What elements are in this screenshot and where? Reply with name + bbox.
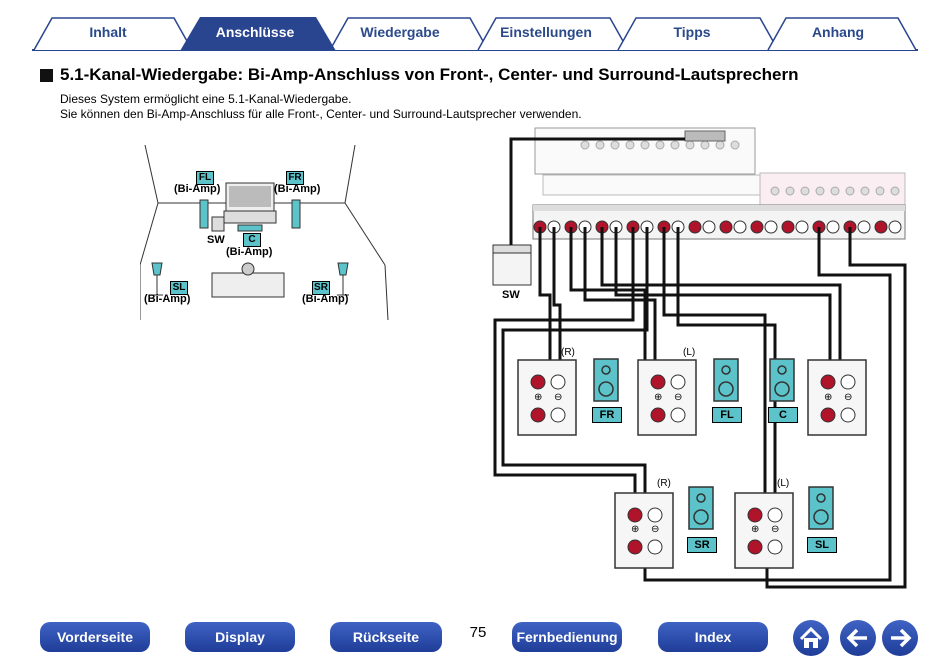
speaker-tag-sl: SL — [807, 537, 837, 553]
plus-sr: ⊕ — [631, 524, 640, 535]
remote-button[interactable]: Fernbedienung — [512, 622, 622, 652]
back-button[interactable] — [840, 620, 876, 656]
minus-fr: ⊖ — [554, 392, 563, 403]
description-line-1: Dieses System ermöglicht eine 5.1-Kanal-… — [60, 92, 352, 106]
plus-fr: ⊕ — [534, 392, 543, 403]
room-sl-biamp: (Bi-Amp) — [144, 293, 191, 305]
label-right-front: (R) — [561, 347, 575, 358]
tab-wiedergabe[interactable]: Wiedergabe — [360, 24, 440, 40]
room-tag-fr: FR — [286, 171, 304, 185]
room-c-biamp: (Bi-Amp) — [226, 246, 273, 258]
speaker-tag-fr: FR — [592, 407, 622, 423]
page-number: 75 — [469, 624, 487, 641]
section-heading: 5.1-Kanal-Wiedergabe: Bi-Amp-Anschluss v… — [40, 64, 798, 86]
room-tag-fl: FL — [196, 171, 214, 185]
speaker-boxes — [517, 359, 867, 569]
plus-fl: ⊕ — [654, 392, 663, 403]
room-sr-biamp: (Bi-Amp) — [302, 293, 349, 305]
room-tag-sl: SL — [170, 281, 188, 295]
tab-anhang[interactable]: Anhang — [811, 24, 865, 40]
plus-c: ⊕ — [824, 392, 833, 403]
arrow-left-icon — [846, 628, 867, 648]
home-button[interactable] — [793, 620, 829, 656]
display-button[interactable]: Display — [185, 622, 295, 652]
tab-inhalt[interactable]: Inhalt — [89, 24, 127, 40]
room-sw-label: SW — [207, 234, 225, 246]
wiring-drawing — [492, 127, 907, 589]
home-icon — [799, 626, 823, 648]
minus-c: ⊖ — [844, 392, 853, 403]
label-left-front: (L) — [683, 347, 696, 358]
tab-einstellungen[interactable]: Einstellungen — [500, 24, 592, 40]
tab-anschluesse[interactable]: Anschlüsse — [215, 24, 295, 40]
tab-bar-shapes — [32, 17, 918, 51]
wiring-diagram: SW (R) (L) (R) (L) ⊕ ⊖ ⊕ ⊖ ⊕ ⊖ ⊕ ⊖ ⊕ ⊖ F… — [485, 125, 925, 595]
speaker-tag-sr: SR — [687, 537, 717, 553]
minus-sr: ⊖ — [651, 524, 660, 535]
front-page-button[interactable]: Vorderseite — [40, 622, 150, 652]
index-button[interactable]: Index — [658, 622, 768, 652]
room-fl-biamp: (Bi-Amp) — [174, 183, 221, 195]
tab-bar: Inhalt Anschlüsse Wiedergabe Einstellung… — [0, 0, 950, 58]
plus-sl: ⊕ — [751, 524, 760, 535]
speaker-tag-c: C — [768, 407, 798, 423]
label-right-surround: (R) — [657, 478, 671, 489]
speaker-tag-fl: FL — [712, 407, 742, 423]
arrow-right-icon — [891, 628, 912, 648]
room-drawing — [140, 145, 389, 321]
rear-page-button[interactable]: Rückseite — [330, 622, 442, 652]
room-tag-sr: SR — [312, 281, 330, 295]
room-tag-c: C — [243, 233, 261, 247]
sw-label: SW — [502, 289, 520, 301]
page-title: 5.1-Kanal-Wiedergabe: Bi-Amp-Anschluss v… — [60, 65, 799, 84]
minus-sl: ⊖ — [771, 524, 780, 535]
label-left-surround: (L) — [777, 478, 790, 489]
heading-bullet — [40, 68, 53, 82]
minus-fl: ⊖ — [674, 392, 683, 403]
room-layout-diagram: FL (Bi-Amp) FR (Bi-Amp) SW C (Bi-Amp) SL… — [140, 145, 395, 325]
description-line-2: Sie können den Bi-Amp-Anschluss für alle… — [60, 107, 582, 121]
room-fr-biamp: (Bi-Amp) — [274, 183, 321, 195]
tab-tipps[interactable]: Tipps — [673, 24, 711, 40]
forward-button[interactable] — [882, 620, 918, 656]
